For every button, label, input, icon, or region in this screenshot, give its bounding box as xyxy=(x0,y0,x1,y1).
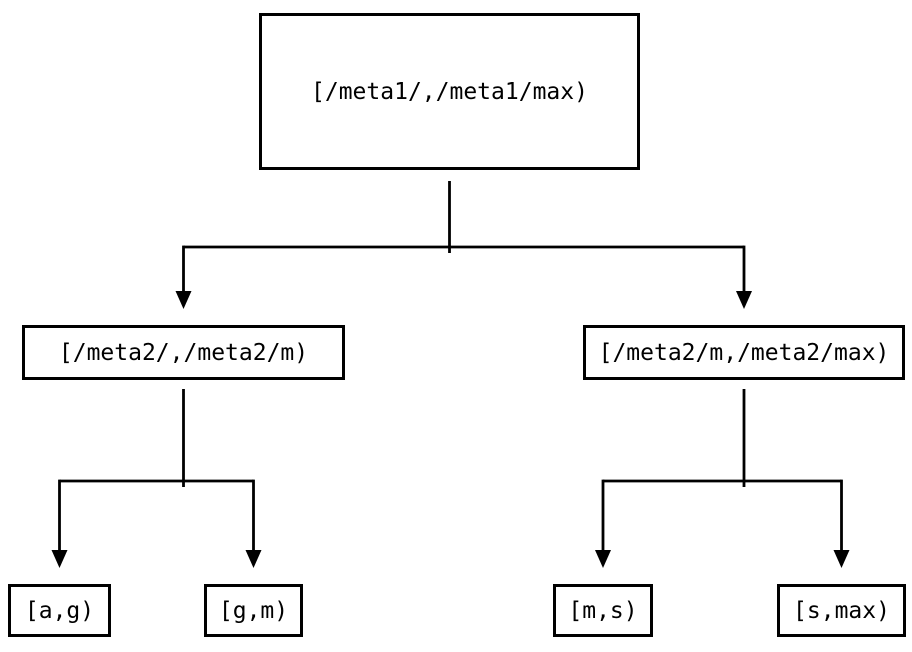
arrowhead-mid-left-icon xyxy=(175,291,192,309)
arrowhead-leaf-smax-icon xyxy=(833,550,850,568)
leaf-node-smax: [s,max) xyxy=(777,584,906,637)
arrowhead-leaf-ag-icon xyxy=(51,550,68,568)
arrowhead-leaf-ms-icon xyxy=(595,550,611,568)
arrowhead-mid-right-icon xyxy=(736,291,752,309)
root-node: [/meta1/,/meta1/max) xyxy=(259,13,640,170)
arrowhead-leaf-gm-icon xyxy=(245,550,262,568)
leaf-node-gm: [g,m) xyxy=(204,584,303,637)
mid-node-left: [/meta2/,/meta2/m) xyxy=(22,325,345,380)
leaf-node-ag: [a,g) xyxy=(8,584,111,637)
mid-node-right: [/meta2/m,/meta2/max) xyxy=(583,325,905,380)
leaf-node-ms: [m,s) xyxy=(553,584,653,637)
